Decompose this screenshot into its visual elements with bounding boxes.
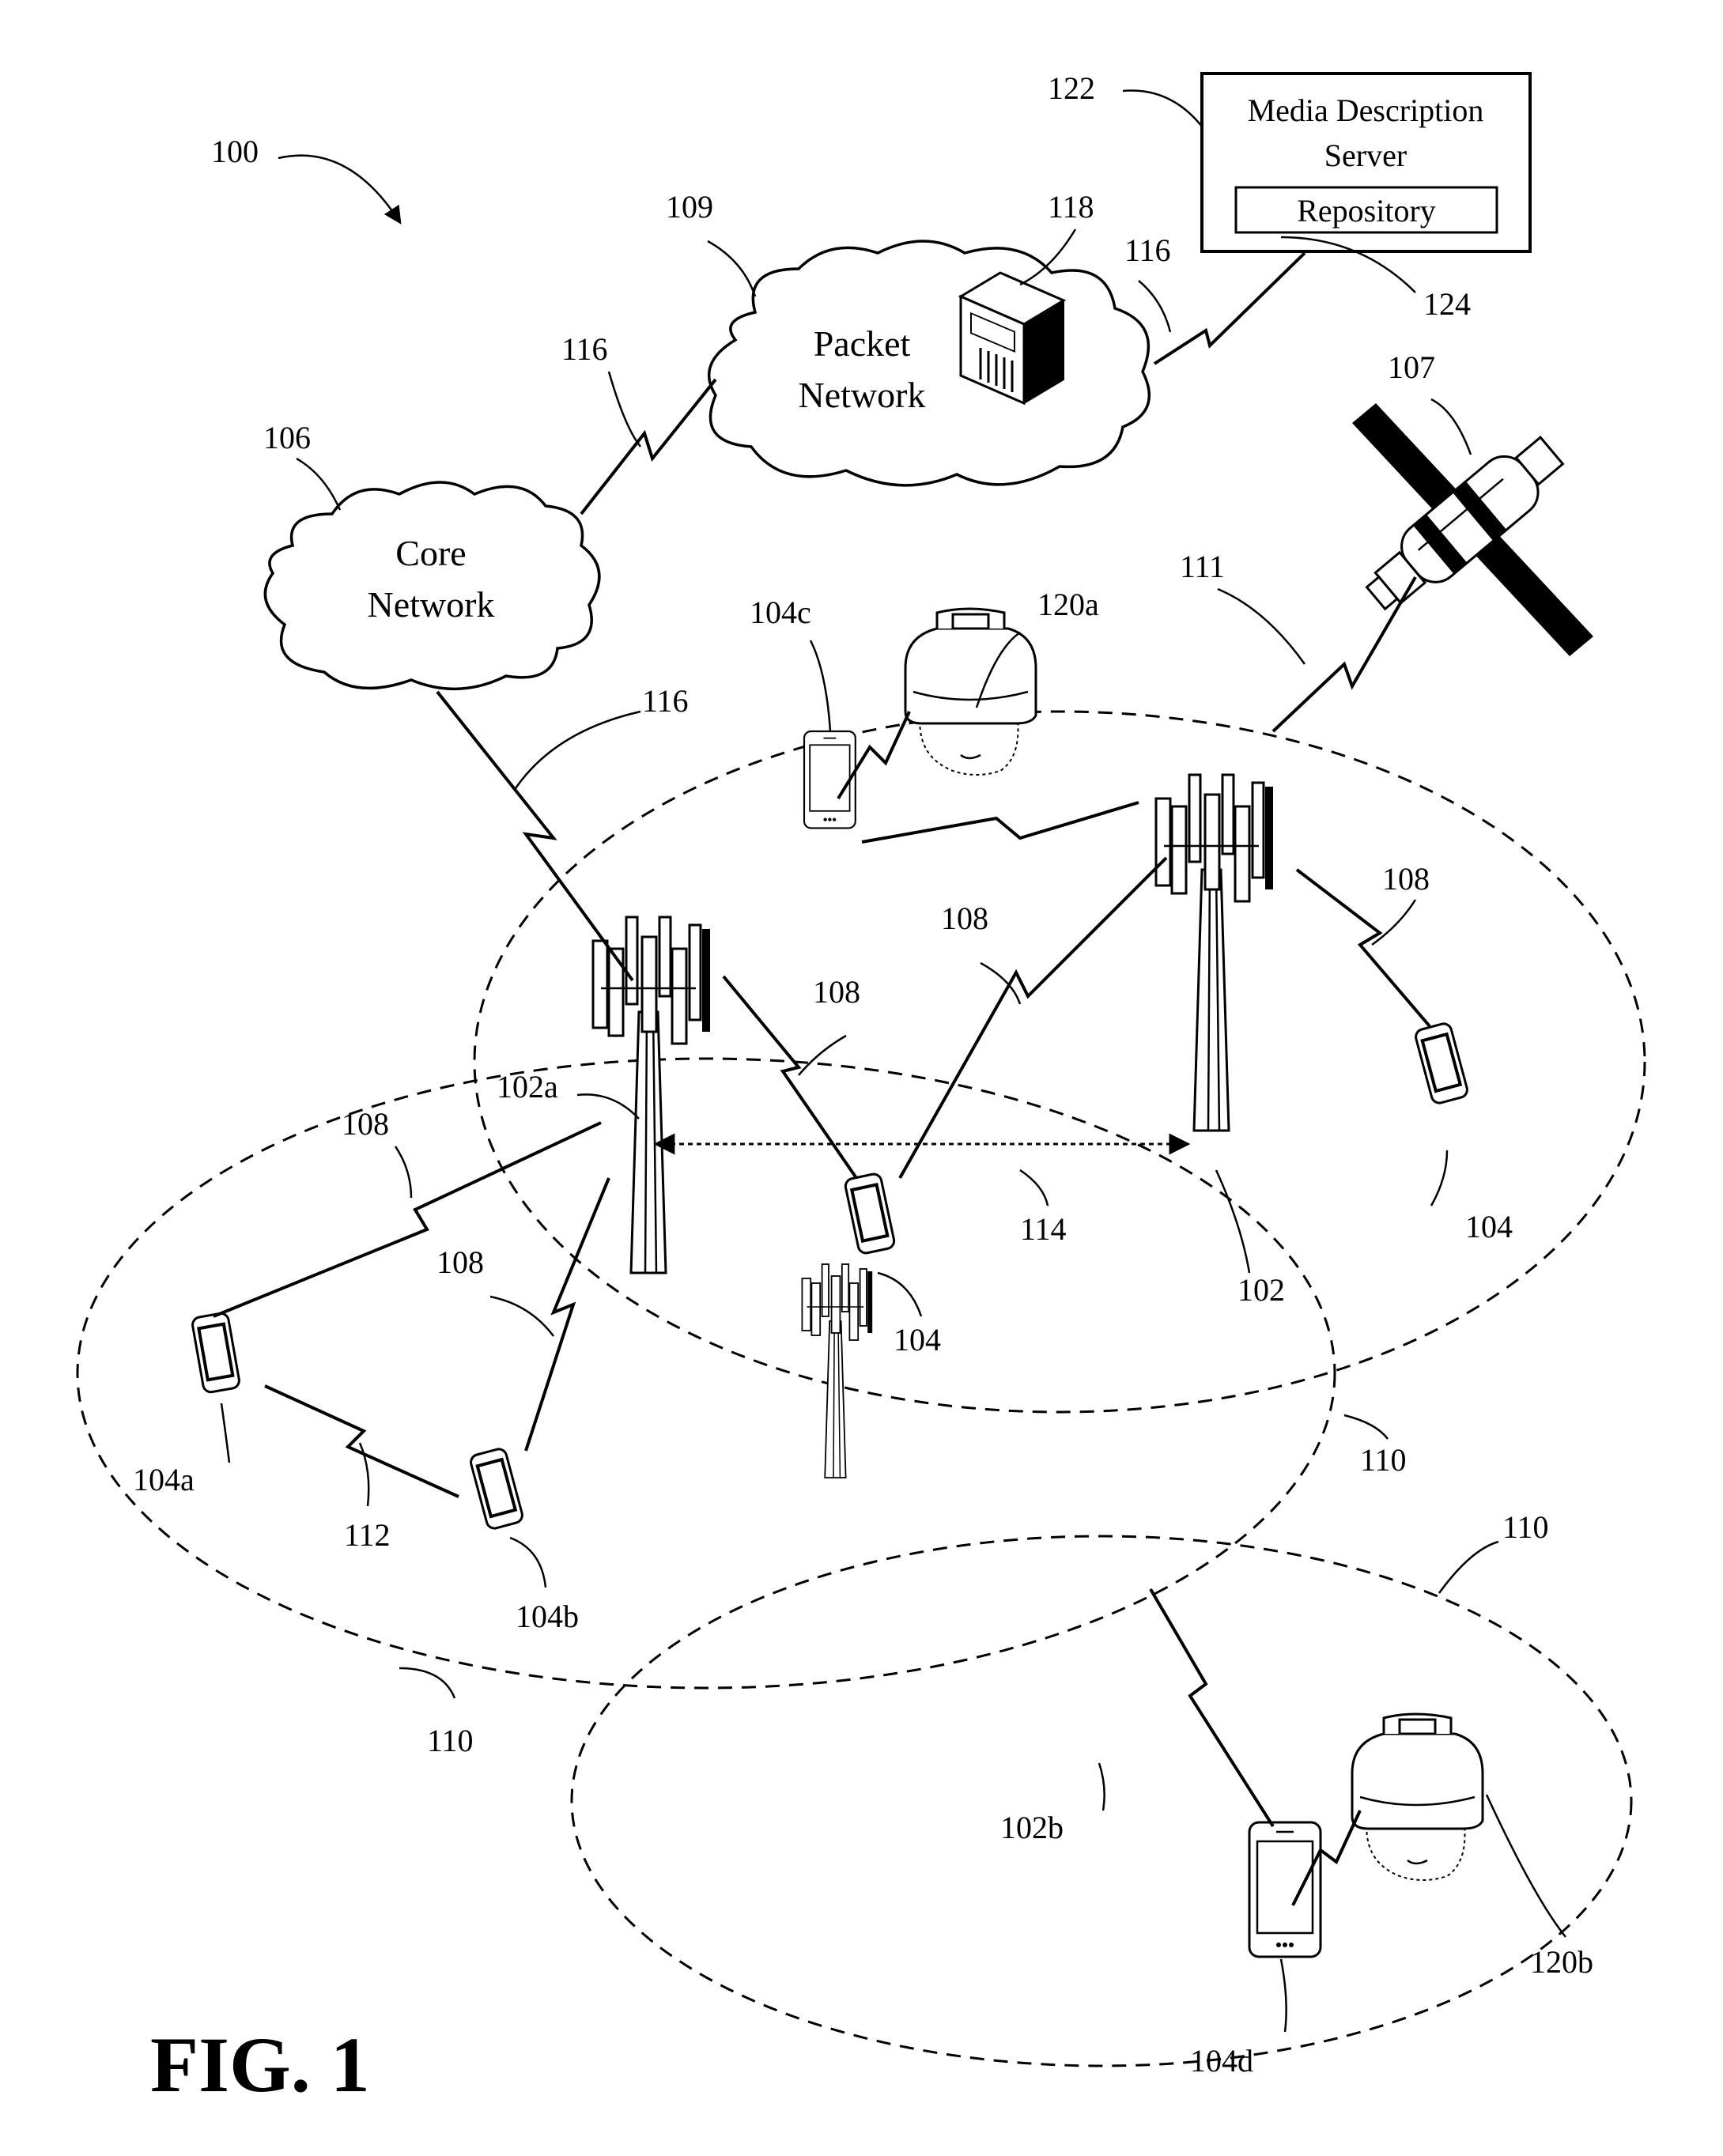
- ref-108-d: 108: [342, 1106, 389, 1142]
- device-104-mid-tablet: [842, 1171, 897, 1256]
- ref-120a: 120a: [1037, 587, 1099, 622]
- ref-108-c: 108: [813, 974, 860, 1010]
- ref-120b: 120b: [1530, 1944, 1593, 1980]
- ref-110-c: 110: [427, 1723, 474, 1758]
- server-title-line2: Server: [1324, 138, 1407, 173]
- packet-network-line2: Network: [799, 375, 926, 415]
- core-network-line1: Core: [395, 533, 466, 573]
- ref-112: 112: [344, 1517, 391, 1553]
- ref-110-b: 110: [1502, 1509, 1549, 1545]
- link-headset-phone-104c: [837, 711, 911, 800]
- device-104c-phone: [803, 730, 856, 829]
- ref-116-a: 116: [1124, 232, 1171, 268]
- vr-headset-120b-icon: [1351, 1712, 1484, 1882]
- base-station-tower-102: [1154, 773, 1275, 1132]
- leader-lines: [220, 89, 1566, 2033]
- link-116-core-tower: [436, 690, 634, 982]
- device-104a-tablet: [190, 1310, 242, 1395]
- ref-104-mid: 104: [894, 1322, 941, 1357]
- ref-107: 107: [1388, 349, 1435, 385]
- repository-box: [1234, 186, 1498, 234]
- media-description-server: Media Description Server Repository: [1200, 72, 1532, 253]
- link-108-tower102a-device104a: [213, 1121, 602, 1318]
- device-104b-tablet: [467, 1445, 526, 1532]
- link-116-packet-server: [1153, 251, 1306, 365]
- link-108-tower102-device104-mid: [898, 856, 1168, 1179]
- ref-124: 124: [1423, 286, 1471, 322]
- ref-104-right: 104: [1465, 1209, 1513, 1244]
- ref-100: 100: [211, 134, 259, 169]
- link-tower102b-phone104d: [1149, 1588, 1275, 1828]
- ref-122: 122: [1048, 70, 1095, 106]
- ref-104b: 104b: [516, 1599, 579, 1634]
- link-108-tower102a-device104-mid: [722, 975, 858, 1180]
- ref-114: 114: [1020, 1211, 1067, 1247]
- ref-108-a: 108: [1382, 861, 1430, 897]
- link-111-tower-satellite: [1271, 576, 1417, 733]
- ref-102b: 102b: [1000, 1810, 1064, 1845]
- ref-102a: 102a: [497, 1069, 558, 1104]
- base-station-tower-102a: [591, 916, 712, 1274]
- base-station-tower-102b: [801, 1263, 874, 1478]
- cell-coverage-upper: [473, 710, 1646, 1414]
- ref-104c: 104c: [750, 595, 811, 630]
- ref-111: 111: [1180, 549, 1225, 584]
- ref-108-b: 108: [941, 901, 988, 936]
- ref-118: 118: [1048, 189, 1094, 225]
- link-headset-phone-104d: [1291, 1810, 1362, 1906]
- vr-headset-120a-icon: [904, 607, 1037, 776]
- ref-108-e: 108: [436, 1244, 484, 1280]
- device-104d-phone: [1248, 1821, 1322, 1958]
- device-104-right-tablet: [1412, 1020, 1471, 1107]
- ref-104d: 104d: [1190, 2043, 1253, 2079]
- repository-label: Repository: [1297, 193, 1436, 228]
- ref-110-a: 110: [1360, 1442, 1407, 1478]
- satellite-icon: [1352, 403, 1593, 656]
- cell-coverage-left: [76, 1057, 1336, 1690]
- core-network-cloud: Core Network: [263, 481, 601, 691]
- server-icon: [958, 271, 1067, 406]
- link-116-core-packet: [580, 378, 717, 515]
- ref-116-c: 116: [642, 683, 689, 719]
- ref-102: 102: [1237, 1272, 1285, 1308]
- cell-coverage-lower: [570, 1535, 1633, 2067]
- packet-network-cloud: Packet Network: [708, 240, 1151, 487]
- ref-106: 106: [263, 420, 311, 455]
- core-network-line2: Network: [368, 584, 495, 625]
- ref-116-b: 116: [561, 331, 608, 367]
- server-title-line1: Media Description: [1248, 93, 1484, 128]
- link-108-phone104c-tower: [861, 801, 1139, 844]
- link-112-device104a-device104b: [264, 1384, 459, 1498]
- figure-label: FIG. 1: [150, 2021, 370, 2109]
- ref-109: 109: [666, 189, 713, 225]
- packet-network-line1: Packet: [814, 323, 911, 364]
- link-108-tower102a-device104b: [524, 1177, 610, 1452]
- ref-104a: 104a: [133, 1462, 195, 1497]
- link-108-tower-device104-right: [1295, 868, 1431, 1028]
